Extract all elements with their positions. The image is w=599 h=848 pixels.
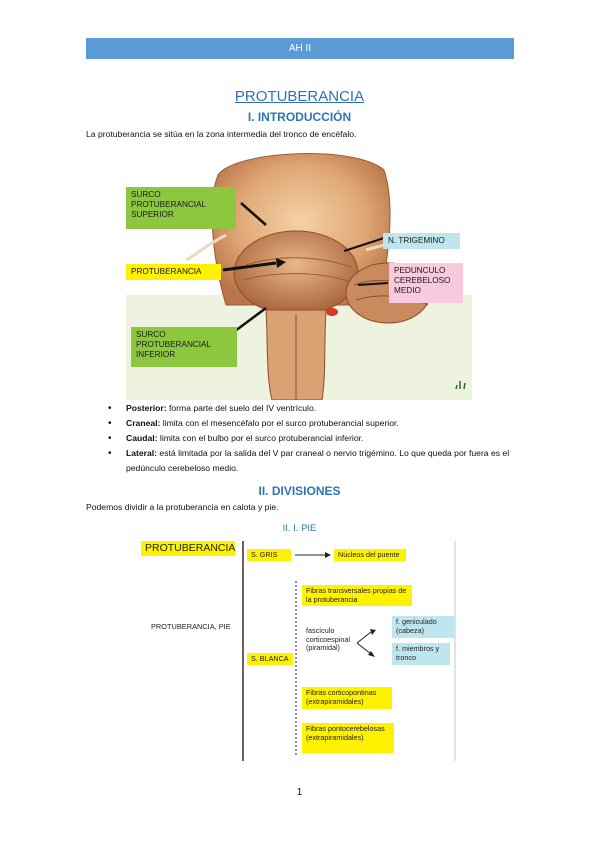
diagram-s-gris: S. GRIS: [247, 549, 291, 561]
divisiones-paragraph: Podemos dividir a la protuberancia en ca…: [86, 502, 279, 512]
diagram-lines: [242, 541, 456, 761]
intro-paragraph: La protuberancia se sitúa en la zona int…: [86, 129, 357, 139]
brainstem-illustration: SURCO PROTUBERANCIAL SUPERIOR PROTUBERAN…: [126, 145, 472, 401]
label-surco-protuberancial-superior: SURCO PROTUBERANCIAL SUPERIOR: [126, 187, 236, 229]
list-item: Craneal: limita con el mesencéfalo por e…: [108, 416, 518, 431]
list-item: Lateral: está limitada por la salida del…: [108, 446, 518, 476]
subheading-pie: II. I. PIE: [282, 523, 317, 534]
bullet-term: Posterior:: [126, 403, 167, 413]
bullet-term: Caudal:: [126, 433, 158, 443]
bullet-text: limita con el bulbo por el surco protube…: [157, 433, 364, 443]
diagram-nucleos-puente: Núcleos del puente: [334, 549, 406, 561]
header-text: AH II: [288, 43, 312, 54]
section-heading-divisiones: II. DIVISIONES: [258, 484, 341, 498]
diagram-fibras-corticopontinas: Fibras corticopontinas (extrapiramidales…: [302, 687, 392, 709]
diagram-pie-label: PROTUBERANCIA, PIE: [151, 622, 231, 631]
label-surco-protuberancial-inferior: SURCO PROTUBERANCIAL INFERIOR: [131, 327, 237, 367]
boundaries-list: Posterior: forma parte del suelo del IV …: [108, 401, 518, 476]
label-protuberancia: PROTUBERANCIA: [126, 264, 221, 280]
list-item: Caudal: limita con el bulbo por el surco…: [108, 431, 518, 446]
diagram-fasciculo-corticoespinal: fascículo corticoespinal (piramidal): [306, 626, 350, 653]
list-item: Posterior: forma parte del suelo del IV …: [108, 401, 518, 416]
diagram-f-geniculado: f. geniculado (cabeza): [392, 616, 455, 638]
bullet-text: limita con el mesencéfalo por el surco p…: [160, 418, 399, 428]
bullet-term: Craneal:: [126, 418, 161, 428]
bullet-text: forma parte del suelo del IV ventrículo.: [166, 403, 317, 413]
diagram-title-protuberancia: PROTUBERANCIA: [141, 541, 235, 556]
pie-classification-diagram: PROTUBERANCIA PROTUBERANCIA, PIE S. GRIS…: [137, 537, 457, 763]
label-pedunculo-cerebeloso-medio: PEDUNCULO CEREBELOSO MEDIO: [389, 263, 463, 303]
section-heading-introduccion: I. INTRODUCCIÓN: [247, 110, 352, 124]
diagram-fibras-transversales: Fibras transversales propias de la protu…: [302, 585, 412, 606]
page-number: 1: [296, 787, 303, 798]
diagram-s-blanca: S. BLANCA: [247, 653, 293, 665]
bullet-text: está limitada por la salida del V par cr…: [126, 448, 510, 473]
page-title: PROTUBERANCIA: [234, 88, 365, 105]
bullet-term: Lateral:: [126, 448, 158, 458]
diagram-fibras-pontocerebelosas: Fibras pontocerebelosas (extrapiramidale…: [302, 723, 394, 753]
page-header-bar: AH II: [86, 38, 514, 59]
label-n-trigemino: N. TRIGEMINO: [383, 233, 460, 249]
diagram-f-miembros-tronco: f. miembros y tronco: [392, 643, 450, 665]
